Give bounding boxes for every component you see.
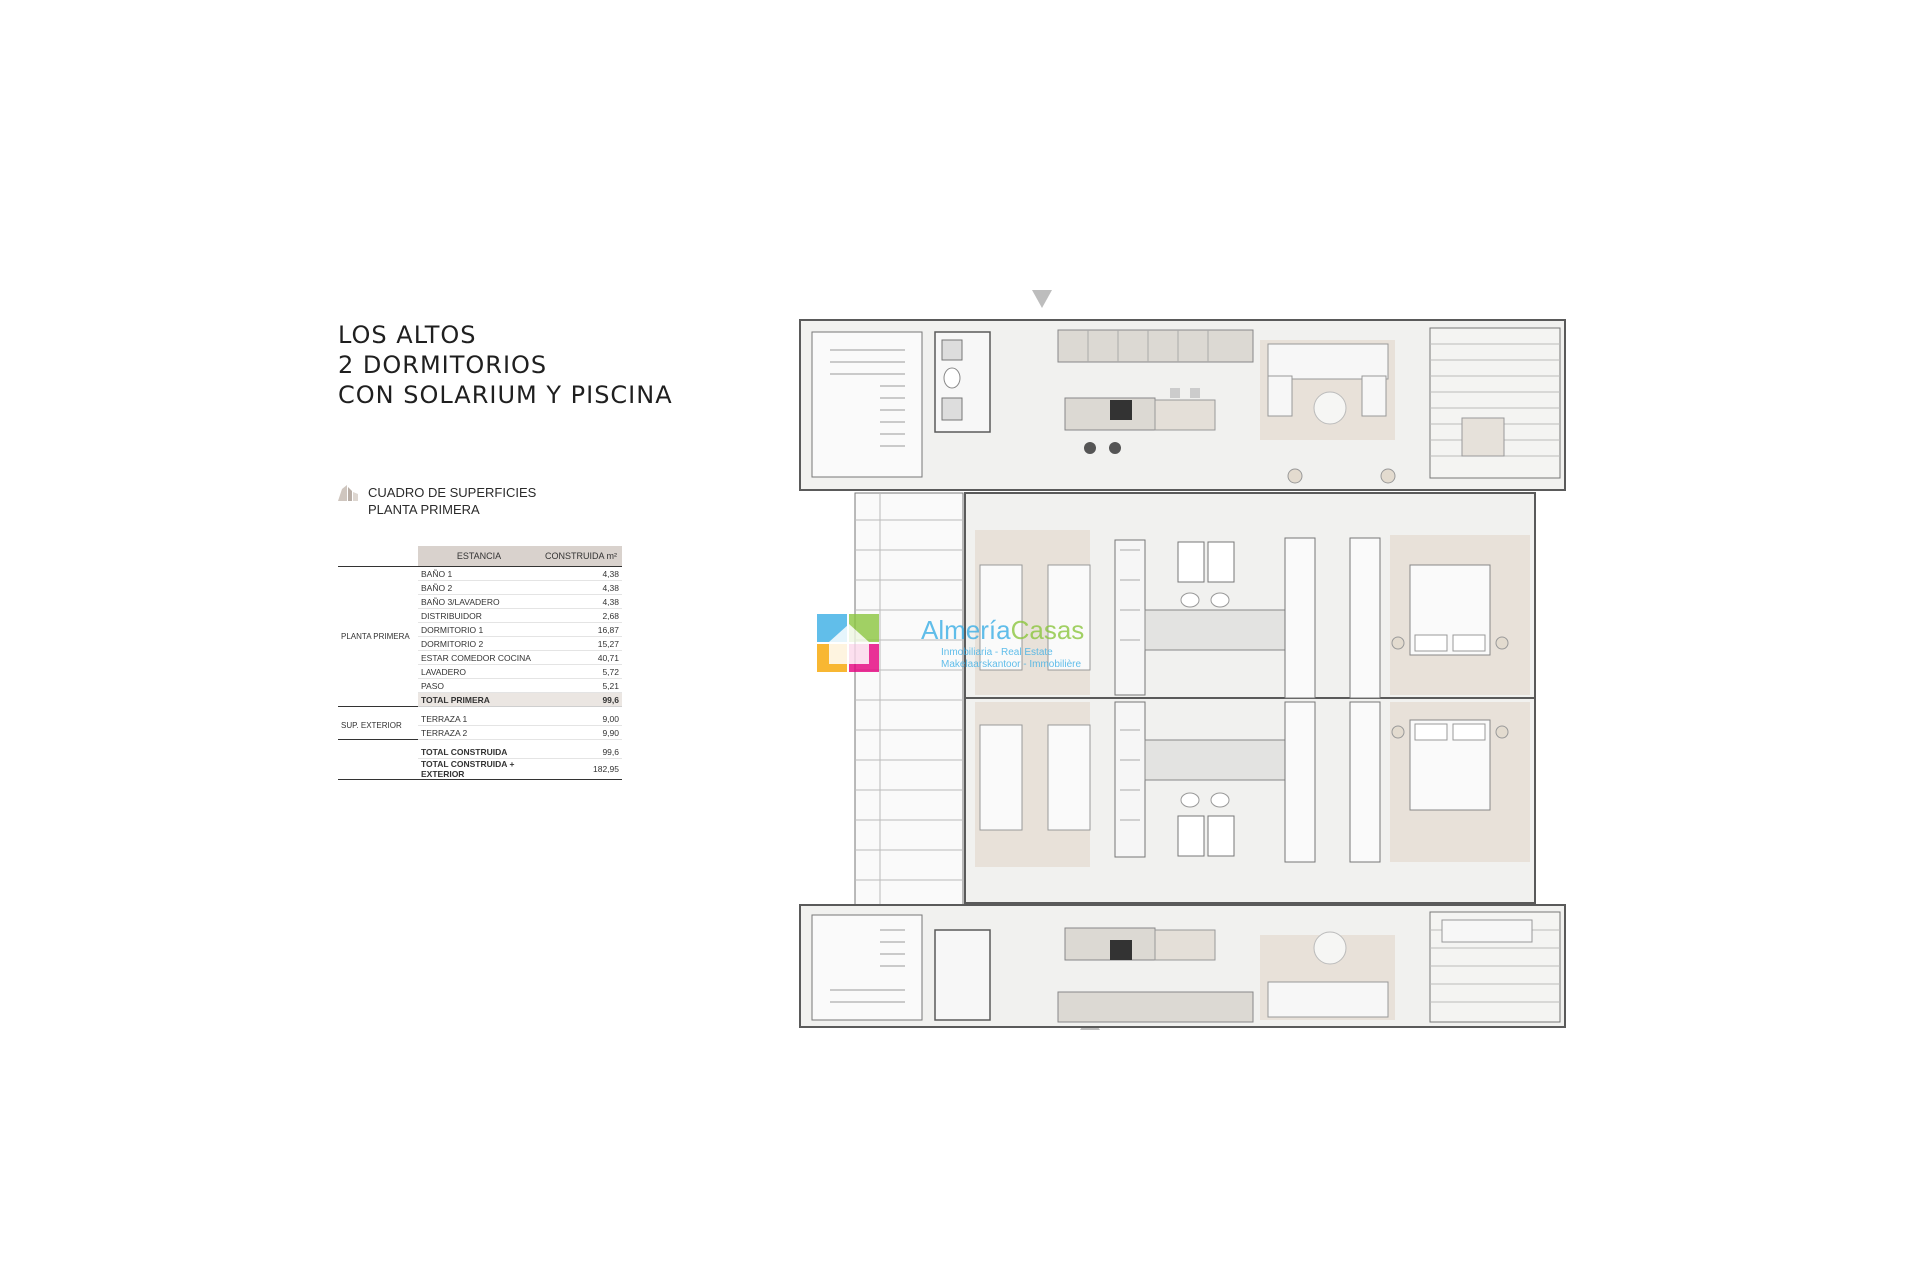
table-row: PASO 5,21 <box>338 678 622 693</box>
header-room: ESTANCIA <box>418 546 540 567</box>
table-row: TOTAL CONSTRUIDA + EXTERIOR 182,95 <box>338 758 622 780</box>
watermark-brand-b: Casas <box>1010 615 1085 645</box>
title-line-3: CON SOLARIUM Y PISCINA <box>338 381 673 409</box>
group-label-exterior: SUP. EXTERIOR <box>341 721 402 730</box>
section-line-2: PLANTA PRIMERA <box>368 502 480 517</box>
bottom-unit <box>799 904 1566 1028</box>
table-row: DORMITORIO 1 16,87 <box>338 622 622 637</box>
table-row: TOTAL CONSTRUIDA 99,6 <box>338 745 622 759</box>
house-logo-icon <box>817 614 879 672</box>
areas-table: ESTANCIA CONSTRUIDA m² PLANTA PRIMERA BA… <box>338 546 622 780</box>
header-area: CONSTRUIDA m² <box>540 546 622 567</box>
title-line-2: 2 DORMITORIOS <box>338 351 548 379</box>
table-header-row: ESTANCIA CONSTRUIDA m² <box>338 546 622 567</box>
page-title: LOS ALTOS 2 DORMITORIOS CON SOLARIUM Y P… <box>338 320 673 410</box>
table-row: SUP. EXTERIOR TERRAZA 1 9,00 <box>338 712 622 730</box>
section-line-1: CUADRO DE SUPERFICIES <box>368 485 537 500</box>
table-row: LAVADERO 5,72 <box>338 664 622 679</box>
watermark-tagline-1: Inmobiliaria - Real Estate <box>941 647 1053 658</box>
top-unit <box>799 319 1566 491</box>
section-heading: CUADRO DE SUPERFICIES PLANTA PRIMERA <box>338 484 536 518</box>
watermark-brand-a: Almería <box>921 615 1011 645</box>
solarium-strip <box>854 492 964 906</box>
floor-plan <box>799 290 1566 1030</box>
building-icon <box>338 485 358 501</box>
table-row: DORMITORIO 2 15,27 <box>338 636 622 651</box>
table-total-row: TOTAL PRIMERA 99,6 <box>338 692 622 707</box>
watermark-tagline-2: Makelaarskantoor - Immobilière <box>941 659 1082 670</box>
group-label-primera: PLANTA PRIMERA <box>338 566 418 707</box>
bedroom-block <box>964 492 1536 904</box>
table-row: ESTAR COMEDOR COCINA 40,71 <box>338 650 622 665</box>
title-line-1: LOS ALTOS <box>338 321 477 349</box>
watermark: AlmeríaCasas Inmobiliaria - Real Estate … <box>817 612 1137 674</box>
table-row: TERRAZA 2 9,90 <box>338 725 622 740</box>
entrance-arrow-top-icon <box>1032 290 1052 308</box>
table-row: BAÑO 2 4,38 <box>338 580 622 595</box>
table-row: PLANTA PRIMERA BAÑO 1 4,38 <box>338 566 622 707</box>
table-row: DISTRIBUIDOR 2,68 <box>338 608 622 623</box>
table-row: BAÑO 3/LAVADERO 4,38 <box>338 594 622 609</box>
